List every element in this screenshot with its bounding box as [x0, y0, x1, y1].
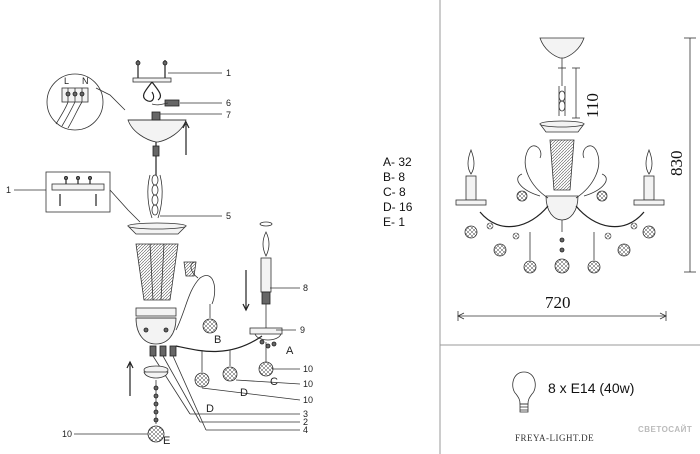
- callout-10-a: 10: [303, 364, 313, 374]
- part-letter-a: A: [286, 345, 294, 357]
- parts-list-row-b: B- 8: [383, 170, 405, 184]
- body-hardware: [149, 345, 300, 431]
- callout-5: 5: [226, 211, 231, 221]
- crystal-pendant-d-right: [222, 350, 238, 382]
- part-letter-d-left: D: [206, 403, 214, 415]
- mounting-bracket-detail: [45, 171, 141, 223]
- glass-column: [135, 243, 179, 301]
- callout-10-b: 10: [303, 379, 313, 389]
- crystal-drops-a: [259, 339, 277, 349]
- parts-list-row-e: E- 1: [383, 215, 405, 229]
- terminal-block-detail: L N: [46, 73, 126, 131]
- brand-url: FREYA-LIGHT.DE: [515, 433, 594, 443]
- bottom-finial: [143, 365, 169, 443]
- live-wire-label: L: [64, 76, 69, 86]
- callout-10-c: 10: [303, 395, 313, 405]
- parts-list-row-d: D- 16: [383, 200, 413, 214]
- neutral-wire-label: N: [82, 76, 89, 86]
- callout-9: 9: [300, 325, 305, 335]
- parts-list-row-a: A- 32: [383, 155, 412, 169]
- central-body: [135, 307, 177, 345]
- assembled-crystals: [464, 190, 656, 274]
- exploded-view: L N: [6, 60, 313, 447]
- parts-list-row-c: C- 8: [383, 185, 406, 199]
- callout-10-bottom: 10: [62, 429, 72, 439]
- callout-1-left: 1: [6, 185, 11, 195]
- bulb-spec-text: 8 x E14 (40w): [548, 380, 634, 396]
- watermark: СВЕТОСАЙТ: [638, 425, 692, 434]
- callout-2: 2: [303, 417, 308, 427]
- hanging-rod: [147, 142, 163, 219]
- callout-4: 4: [303, 425, 308, 435]
- part-letter-b: B: [214, 334, 221, 346]
- candle-socket: [259, 221, 273, 328]
- height-dimension: 830: [667, 151, 686, 177]
- part-letter-c: C: [270, 376, 278, 388]
- width-dimension: 720: [545, 293, 571, 312]
- chain-length-dimension: 110: [583, 93, 602, 118]
- part-letter-d-right: D: [240, 387, 248, 399]
- callout-7: 7: [226, 110, 231, 120]
- callout-3: 3: [303, 409, 308, 419]
- ceiling-screws: [132, 60, 172, 102]
- top-collar: [127, 222, 187, 235]
- bulb-spec: 8 x E14 (40w) FREYA-LIGHT.DE СВЕТОСАЙТ: [512, 371, 692, 443]
- callout-1-top: 1: [226, 68, 231, 78]
- crystal-pendant-b: [202, 304, 218, 334]
- parts-list: A- 32 B- 8 C- 8 D- 16 E- 1: [383, 155, 413, 229]
- assembled-view: 110 830 720: [455, 37, 696, 321]
- callout-6: 6: [226, 98, 231, 108]
- crystal-pendant-d-left: [194, 350, 210, 388]
- ceiling-canopy: [127, 111, 187, 143]
- part-letter-e: E: [163, 435, 170, 447]
- wire-connector: [151, 99, 180, 107]
- callout-8: 8: [303, 283, 308, 293]
- bulb-icon: [512, 371, 536, 413]
